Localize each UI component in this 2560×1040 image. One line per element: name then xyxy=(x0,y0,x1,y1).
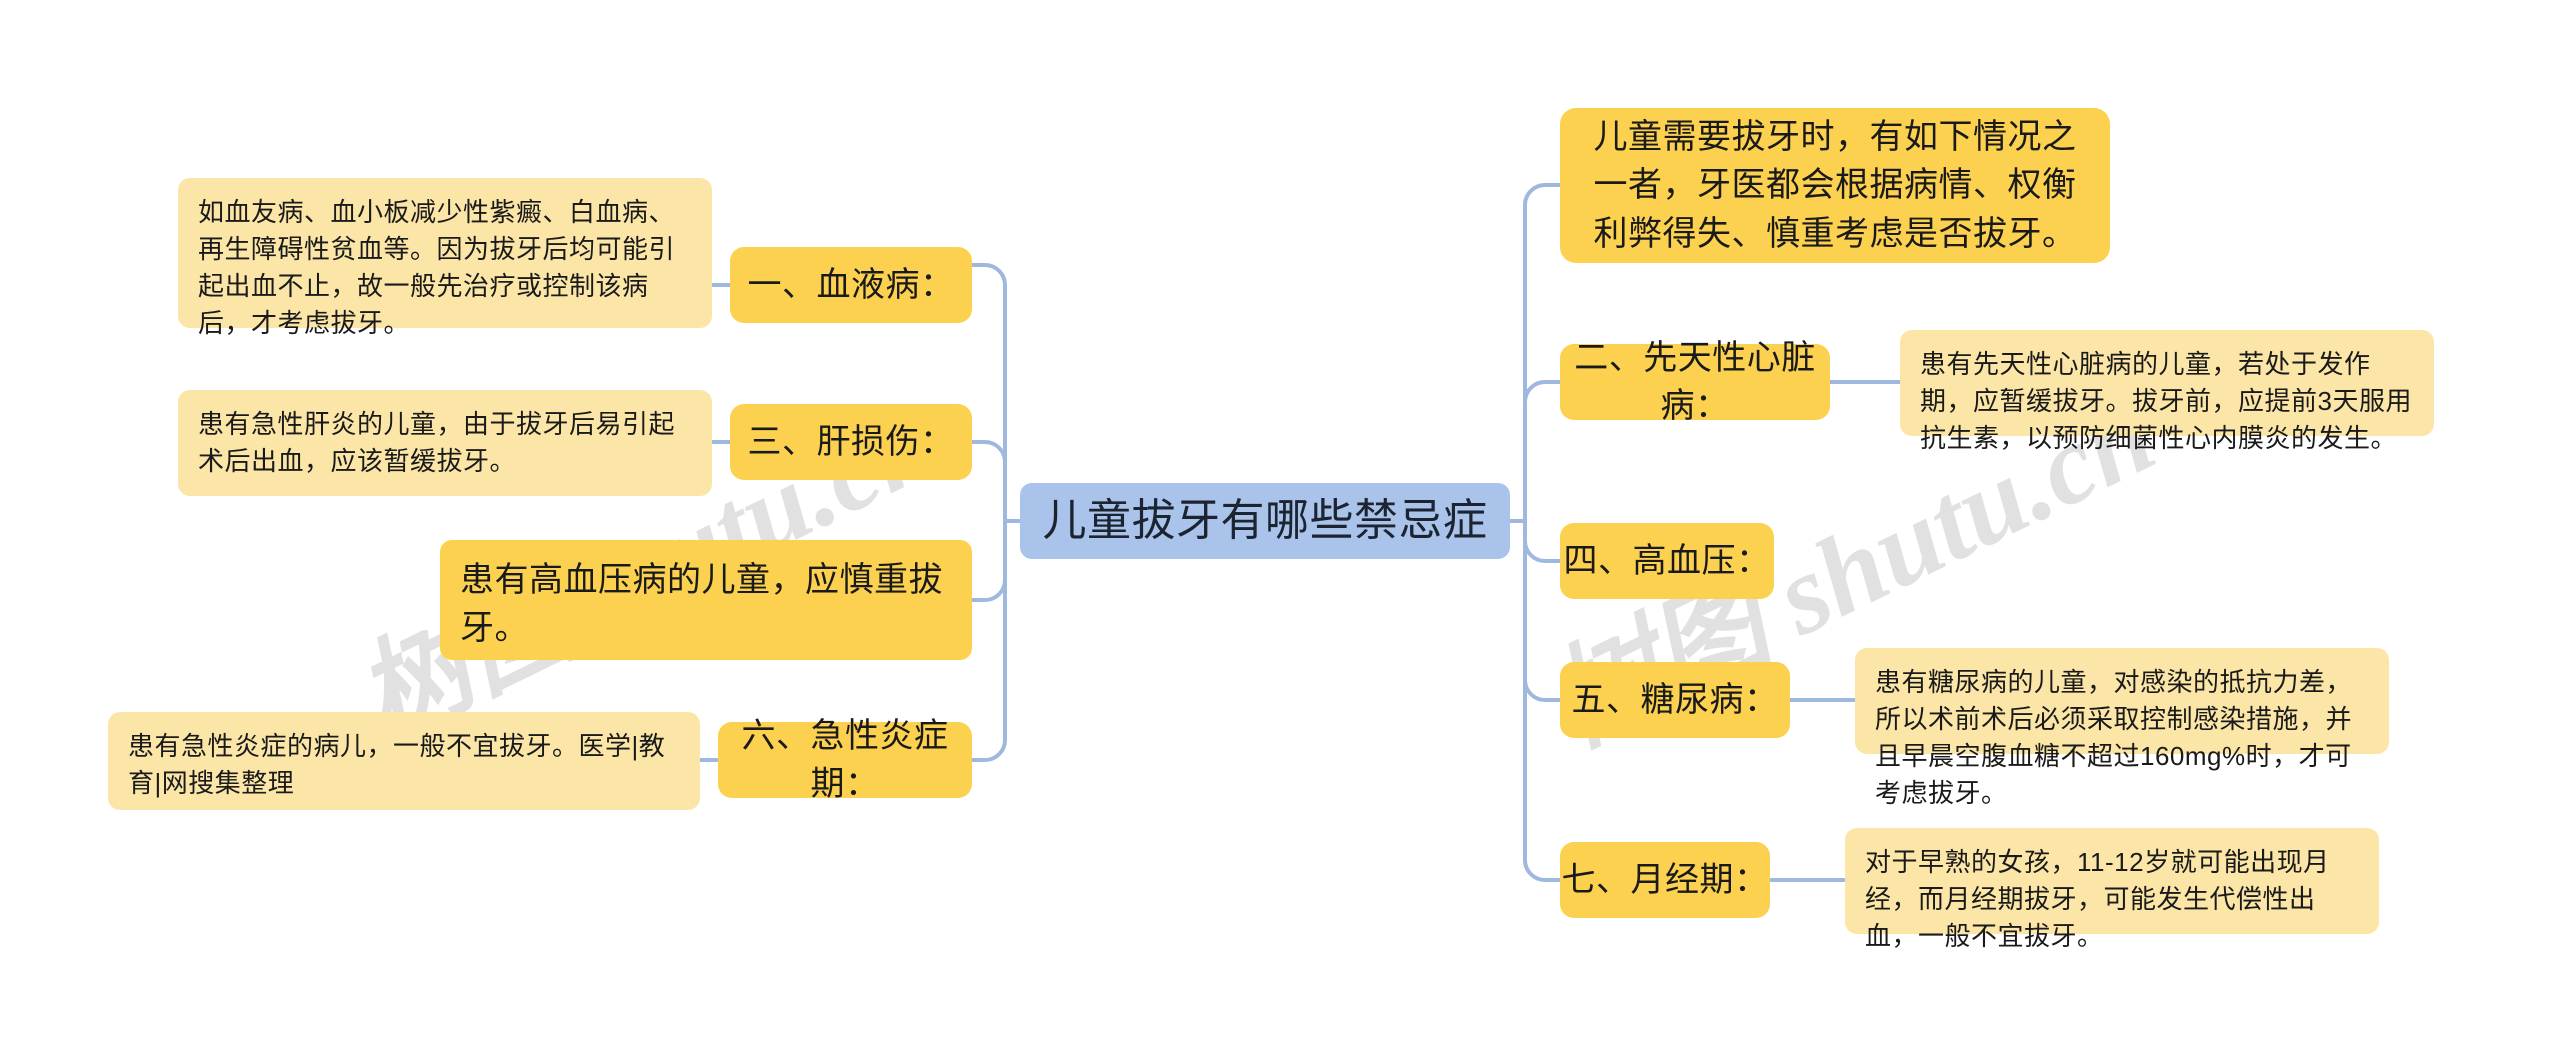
leaf-diabetes-detail-text: 患有糖尿病的儿童，对感染的抵抗力差，所以术前术后必须采取控制感染措施，并且早晨空… xyxy=(1875,667,2353,808)
connector-left-to-hypertension-note xyxy=(972,521,1007,602)
root-node-label: 儿童拔牙有哪些禁忌症 xyxy=(1042,495,1488,545)
branch-hypertension[interactable]: 四、高血压： xyxy=(1560,523,1774,599)
leaf-blood-detail-text: 如血友病、血小板减少性紫癜、白血病、再生障碍性贫血等。因为拔牙后均可能引起出血不… xyxy=(198,197,676,338)
leaf-menstruation-detail-text: 对于早熟的女孩，11-12岁就可能出现月经，而月经期拔牙，可能发生代偿性出血，一… xyxy=(1865,847,2330,951)
connector-right-to-menstruation xyxy=(1523,521,1560,882)
connector-right-to-hypertension xyxy=(1523,521,1560,563)
branch-congenital-heart[interactable]: 二、先天性心脏病： xyxy=(1560,339,1830,425)
leaf-hypertension-note[interactable]: 患有高血压病的儿童，应慎重拔牙。 xyxy=(440,540,972,660)
branch-blood[interactable]: 一、血液病： xyxy=(730,247,972,323)
leaf-menstruation-detail[interactable]: 对于早熟的女孩，11-12岁就可能出现月经，而月经期拔牙，可能发生代偿性出血，一… xyxy=(1845,828,2379,951)
branch-hypertension-label: 四、高血压： xyxy=(1563,541,1771,580)
leaf-inflammation-detail[interactable]: 患有急性炎症的病儿，一般不宜拔牙。医学|教育|网搜集整理 xyxy=(108,712,700,810)
branch-inflammation[interactable]: 六、急性炎症期： xyxy=(718,717,972,803)
branch-intro-label: 儿童需要拔牙时，有如下情况之一者，牙医都会根据病情、权衡利弊得失、慎重考虑是否拔… xyxy=(1593,118,2077,253)
leaf-liver-detail[interactable]: 患有急性肝炎的儿童，由于拔牙后易引起术后出血，应该暂缓拔牙。 xyxy=(178,390,712,496)
branch-diabetes[interactable]: 五、糖尿病： xyxy=(1560,662,1790,738)
leaf-blood-detail[interactable]: 如血友病、血小板减少性紫癜、白血病、再生障碍性贫血等。因为拔牙后均可能引起出血不… xyxy=(178,178,712,338)
branch-diabetes-label: 五、糖尿病： xyxy=(1571,680,1779,719)
branch-inflammation-label: 六、急性炎症期： xyxy=(741,716,949,803)
leaf-diabetes-detail[interactable]: 患有糖尿病的儿童，对感染的抵抗力差，所以术前术后必须采取控制感染措施，并且早晨空… xyxy=(1855,648,2389,808)
branch-intro[interactable]: 儿童需要拔牙时，有如下情况之一者，牙医都会根据病情、权衡利弊得失、慎重考虑是否拔… xyxy=(1560,108,2110,263)
leaf-liver-detail-text: 患有急性肝炎的儿童，由于拔牙后易引起术后出血，应该暂缓拔牙。 xyxy=(198,409,676,476)
branch-liver-label: 三、肝损伤： xyxy=(747,422,955,461)
leaf-hypertension-note-text: 患有高血压病的儿童，应慎重拔牙。 xyxy=(460,561,943,648)
branch-blood-label: 一、血液病： xyxy=(747,265,955,304)
branch-menstruation-label: 七、月经期： xyxy=(1561,860,1769,899)
connector-right-to-heart xyxy=(1523,380,1560,521)
branch-congenital-heart-label: 二、先天性心脏病： xyxy=(1574,338,1816,425)
leaf-congenital-heart-detail-text: 患有先天性心脏病的儿童，若处于发作期，应暂缓拔牙。拔牙前，应提前3天服用抗生素，… xyxy=(1920,349,2412,453)
connector-left-to-inflammation xyxy=(972,521,1007,762)
leaf-inflammation-detail-text: 患有急性炎症的病儿，一般不宜拔牙。医学|教育|网搜集整理 xyxy=(128,731,666,798)
connector-right-to-intro xyxy=(1523,183,1560,521)
branch-menstruation[interactable]: 七、月经期： xyxy=(1560,842,1770,918)
branch-liver[interactable]: 三、肝损伤： xyxy=(730,404,972,480)
connector-left-to-blood xyxy=(972,263,1007,521)
root-node[interactable]: 儿童拔牙有哪些禁忌症 xyxy=(1020,483,1510,559)
leaf-congenital-heart-detail[interactable]: 患有先天性心脏病的儿童，若处于发作期，应暂缓拔牙。拔牙前，应提前3天服用抗生素，… xyxy=(1900,330,2434,453)
connector-left-to-liver xyxy=(972,440,1007,521)
connector-right-to-diabetes xyxy=(1523,521,1560,702)
